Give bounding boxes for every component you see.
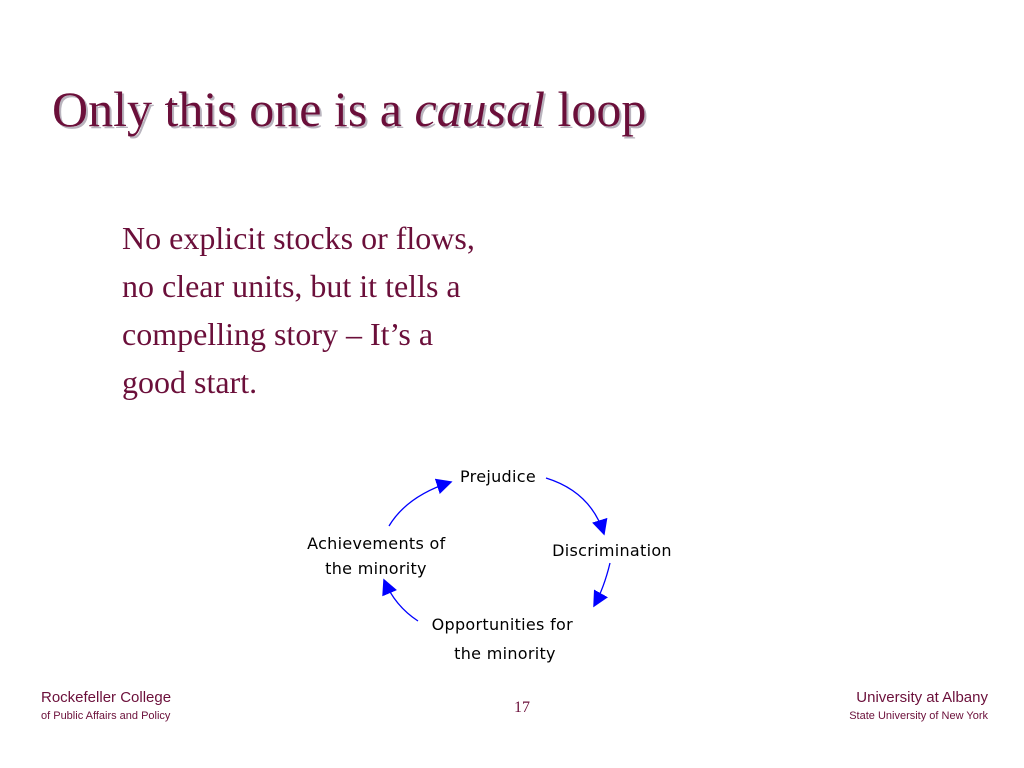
footer-college-name: Rockefeller College	[41, 689, 172, 706]
footer-university-name: University at Albany	[856, 689, 988, 706]
body-line-2: no clear units, but it tells a	[122, 268, 461, 304]
arrow-discrimination-to-opportunities	[593, 562, 611, 608]
body-line-4: good start.	[122, 364, 258, 400]
title-emphasis: causal	[414, 81, 546, 137]
node-prejudice-line-1: Prejudice	[460, 467, 536, 486]
arrow-prejudice-to-discrimination	[545, 477, 608, 536]
arrow-achievements-to-prejudice	[388, 478, 453, 527]
arrow-opportunities-to-achievements	[382, 578, 419, 622]
title-prefix: Only this one is a	[52, 81, 415, 137]
body-line-1: No explicit stocks or flows,	[122, 220, 475, 256]
node-achievements-line-2: the minority	[325, 559, 427, 578]
node-achievements: Achievements of the minority	[307, 534, 451, 578]
page-number: 17	[514, 699, 530, 716]
node-discrimination: Discrimination	[552, 541, 672, 560]
node-opportunities-line-2: the minority	[454, 644, 556, 663]
node-prejudice: Prejudice	[460, 467, 536, 486]
footer-university-subtitle: State University of New York	[849, 710, 988, 722]
title-suffix: loop	[545, 81, 647, 137]
footer-college-subtitle: of Public Affairs and Policy	[41, 710, 171, 722]
node-discrimination-line-1: Discrimination	[552, 541, 672, 560]
body-line-3: compelling story – It’s a	[122, 316, 434, 352]
slide-body-text: No explicit stocks or flows, no clear un…	[122, 214, 592, 406]
node-achievements-line-1: Achievements of	[307, 534, 445, 553]
slide-title: Only this one is a causal loop	[52, 82, 646, 137]
node-opportunities-line-1: Opportunities for	[432, 615, 573, 634]
node-opportunities: Opportunities for the minority	[432, 615, 579, 663]
